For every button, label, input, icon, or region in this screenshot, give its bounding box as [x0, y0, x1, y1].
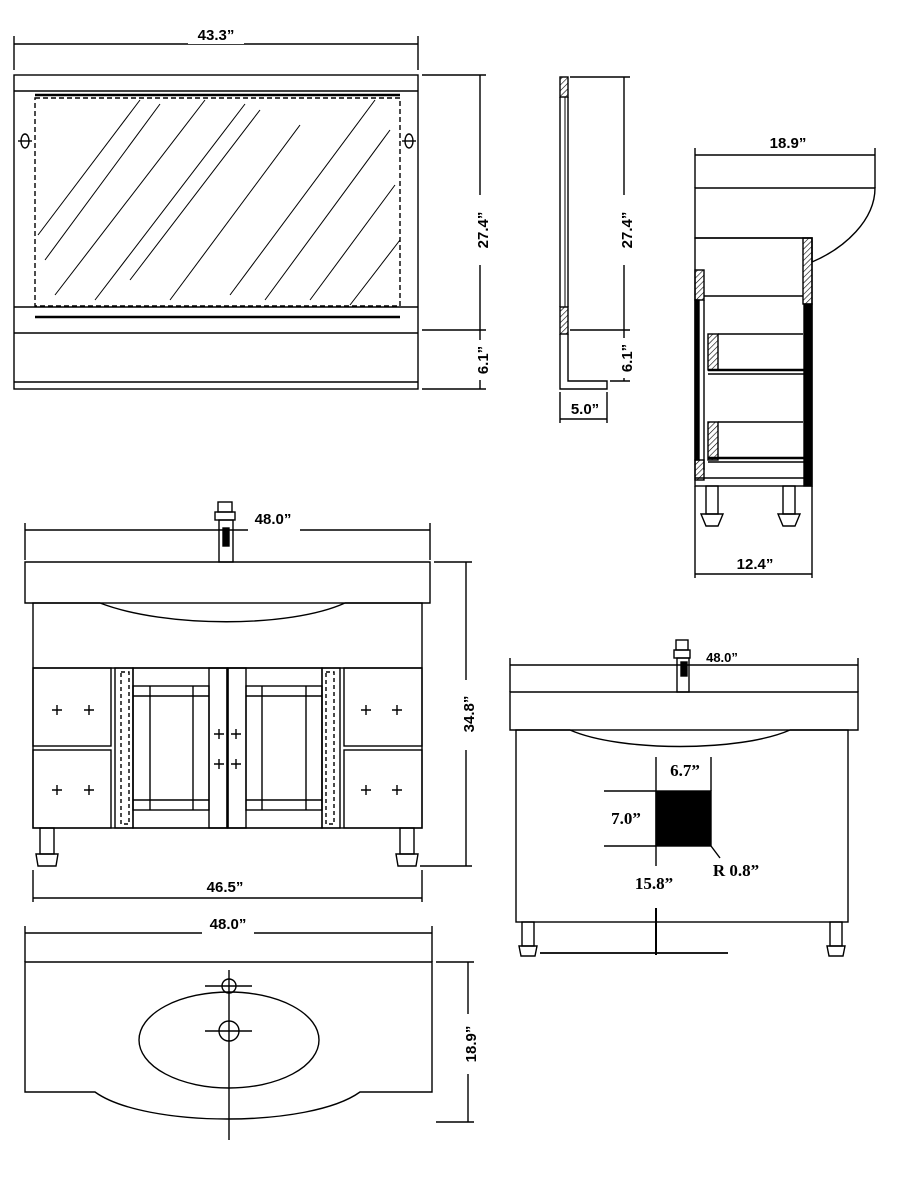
cabinet-front-countertop [24, 561, 431, 623]
cabinet-front-leg-left [35, 827, 59, 867]
cabinet-bottom-depth-label: 12.4” [737, 556, 774, 573]
countertop-width-label: 48.0” [210, 916, 247, 933]
cabinet-back-countertop [509, 691, 859, 748]
cabinet-side-leg-front [699, 485, 725, 527]
cabinet-top-width-label: 48.0” [255, 511, 292, 528]
countertop-depth-label: 18.9” [463, 1026, 480, 1063]
cabinet-back-width-label: 48.0” [706, 650, 738, 665]
drawer-left-top [32, 667, 112, 747]
cabinet-side-leg-back [776, 485, 802, 527]
mirror-bracket-left-icon [18, 133, 32, 149]
cabinet-back-body [515, 729, 849, 923]
cabinet-back-leg-left [518, 921, 538, 957]
drawer-right-bottom [343, 749, 423, 829]
mirror-reflection-lines [37, 99, 401, 306]
drawer-left-bottom [32, 749, 112, 829]
mirror-side-shelf-height-label: 6.1” [619, 344, 636, 372]
cabinet-back-view [509, 639, 859, 957]
countertop-outline [24, 961, 433, 1120]
drawer-handle-icons [52, 705, 402, 795]
mirror-bracket-right-icon [402, 133, 416, 149]
drawer-right-top [343, 667, 423, 747]
back-faucet-icon [673, 639, 691, 693]
countertop-top-view [24, 926, 474, 1140]
mirror-shelf-height-label: 6.1” [475, 346, 492, 374]
cabinet-top-depth-label: 18.9” [770, 135, 807, 152]
mirror-width-label: 43.3” [198, 27, 235, 44]
corner-radius-label: R 0.8” [713, 861, 759, 880]
mirror-height-label: 27.4” [475, 212, 492, 249]
cabinet-front-view [24, 501, 472, 902]
mirror-side-height-label: 27.4” [619, 212, 636, 249]
cabinet-bottom-width-label: 46.5” [207, 879, 244, 896]
cutout-height-label: 7.0” [611, 809, 641, 828]
cabinet-height-label: 34.8” [461, 696, 478, 733]
cabinet-front-leg-right [395, 827, 419, 867]
cabinet-back-leg-right [826, 921, 846, 957]
mirror-shelf-profile [559, 334, 608, 390]
faucet-icon [214, 501, 236, 563]
mirror-glass-outline [34, 97, 401, 307]
cabinet-side-view [694, 148, 876, 578]
mirror-depth-label: 5.0” [571, 401, 599, 418]
mirror-front-view [13, 36, 486, 390]
plumbing-cutout [655, 790, 712, 847]
cutout-offset-label: 15.8” [635, 874, 673, 893]
mirror-frame [13, 74, 419, 390]
cutout-top-label: 6.7” [670, 761, 700, 780]
cabinet-side-countertop [694, 187, 876, 264]
cabinet-center-doors [114, 667, 341, 829]
